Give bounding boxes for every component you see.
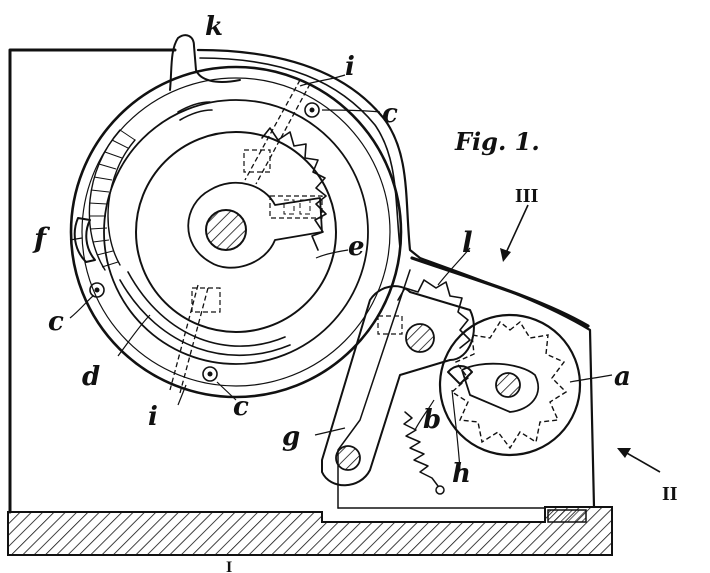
label-k: k (205, 12, 223, 42)
label-c-top: c (382, 99, 398, 129)
view-label-iii: III (515, 185, 539, 207)
spring-b (403, 411, 439, 487)
label-e: e (348, 232, 365, 262)
wheel-a (438, 313, 582, 457)
base-plate (7, 506, 613, 556)
label-a: a (614, 362, 631, 392)
handle-k (169, 34, 241, 91)
label-c-left: c (48, 307, 64, 337)
caption-fig-1: Fig. 1. (454, 127, 540, 156)
label-i-top: i (345, 52, 355, 82)
label-f: f (32, 222, 51, 255)
section-mark-i: I (226, 559, 232, 573)
label-d: d (82, 362, 100, 392)
lever-g (321, 279, 475, 487)
view-arrow-ii (617, 448, 661, 473)
leader-lines (69, 74, 613, 471)
view-label-ii: II (662, 483, 678, 505)
view-arrow-iii (500, 204, 529, 262)
label-i-bottom: i (148, 402, 158, 432)
label-b: b (423, 405, 441, 435)
label-c-bottom: c (233, 392, 249, 422)
housing (8, 48, 596, 514)
dial-assembly (69, 65, 403, 399)
label-h: h (452, 459, 471, 489)
label-l: l (462, 226, 473, 259)
label-g: g (282, 422, 300, 452)
